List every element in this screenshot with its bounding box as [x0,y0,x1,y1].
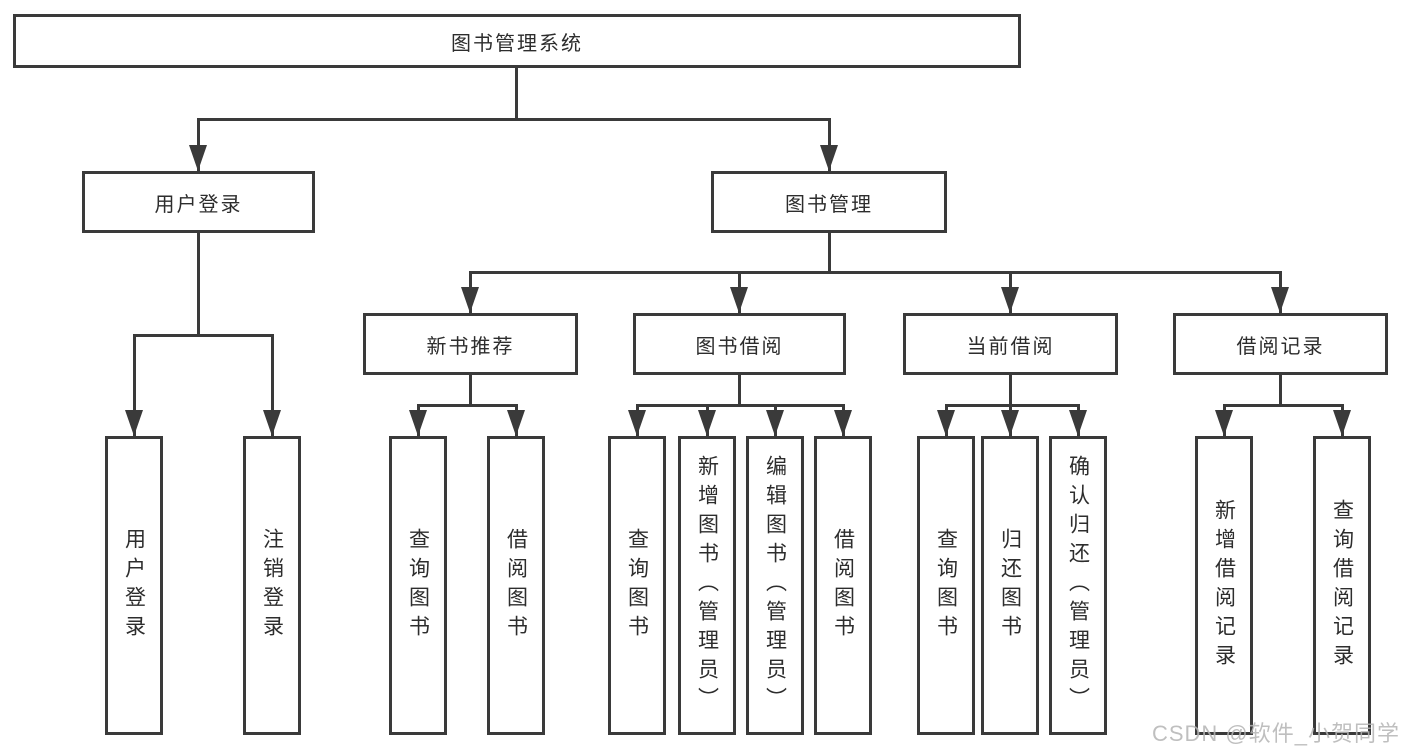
node-user-login: 用户登录 [82,171,315,233]
leaf-user-login: 用户登录 [105,436,163,735]
node-borrow-records-label: 借阅记录 [1236,335,1325,358]
connector-login-stem [197,233,200,337]
arrow-down-icon [125,410,143,436]
leaf-borrow-query-books: 查询图书 [608,436,666,735]
node-new-book-recommend-label: 新书推荐 [426,335,515,358]
node-current-borrow-label: 当前借阅 [966,335,1055,358]
arrow-down-icon [730,287,748,313]
connector-root-stem [515,68,518,121]
leaf-current-return-books: 归还图书 [981,436,1039,735]
leaf-borrow-borrow-books-label: 借阅图书 [831,527,855,644]
arrow-down-icon [820,145,838,171]
node-borrow-records: 借阅记录 [1173,313,1388,375]
connector-recommend-rail [417,404,518,407]
node-root-label: 图书管理系统 [451,32,583,55]
connector-borrow-stem [738,375,741,407]
arrow-down-icon [1215,410,1233,436]
leaf-borrow-edit-books-admin: 编辑图书（管理员） [746,436,804,735]
node-root: 图书管理系统 [13,14,1021,68]
node-book-management-label: 图书管理 [785,193,873,216]
connector-login-rail [133,334,274,337]
leaf-current-return-books-label: 归还图书 [998,527,1022,644]
leaf-logout: 注销登录 [243,436,301,735]
connector-records-stem [1279,375,1282,407]
leaf-current-confirm-return-admin: 确认归还（管理员） [1049,436,1107,735]
connector-drop-leaf-login [133,334,136,436]
arrow-down-icon [507,410,525,436]
arrow-down-icon [461,287,479,313]
connector-drop-user-login [197,118,200,171]
leaf-current-confirm-return-admin-label: 确认归还（管理员） [1066,455,1090,716]
arrow-down-icon [1271,287,1289,313]
leaf-current-query-books-label: 查询图书 [934,527,958,644]
node-user-login-label: 用户登录 [154,193,243,216]
arrow-down-icon [409,410,427,436]
connector-borrow-rail [636,404,844,407]
arrow-down-icon [1333,410,1351,436]
connector-current-stem [1009,375,1012,407]
leaf-borrow-edit-books-admin-label: 编辑图书（管理员） [763,455,787,716]
arrow-down-icon [189,145,207,171]
leaf-borrow-add-books-admin-label: 新增图书（管理员） [695,455,719,716]
arrow-down-icon [1069,410,1087,436]
connector-current-rail [945,404,1079,407]
node-book-management: 图书管理 [711,171,947,233]
arrow-down-icon [263,410,281,436]
leaf-borrow-borrow-books: 借阅图书 [814,436,872,735]
arrow-down-icon [628,410,646,436]
leaf-borrow-query-books-label: 查询图书 [625,527,649,644]
connector-records-rail [1223,404,1343,407]
connector-recommend-stem [469,375,472,407]
leaf-records-query-record: 查询借阅记录 [1313,436,1371,735]
leaf-current-query-books: 查询图书 [917,436,975,735]
arrow-down-icon [766,410,784,436]
leaf-records-add-record: 新增借阅记录 [1195,436,1253,735]
arrow-down-icon [834,410,852,436]
node-new-book-recommend: 新书推荐 [363,313,578,375]
connector-mgmt-stem [828,233,831,274]
leaf-recommend-borrow-books: 借阅图书 [487,436,545,735]
leaf-recommend-borrow-books-label: 借阅图书 [504,527,528,644]
connector-drop-book-mgmt [828,118,831,171]
csdn-watermark: CSDN @软件_小贺同学 [1151,721,1400,746]
connector-mgmt-rail [469,271,1282,274]
arrow-down-icon [698,410,716,436]
leaf-recommend-query-books-label: 查询图书 [406,527,430,644]
node-book-borrow: 图书借阅 [633,313,846,375]
arrow-down-icon [1001,287,1019,313]
node-current-borrow: 当前借阅 [903,313,1118,375]
leaf-borrow-add-books-admin: 新增图书（管理员） [678,436,736,735]
leaf-user-login-label: 用户登录 [122,527,146,644]
connector-drop-leaf-logout [271,334,274,436]
leaf-recommend-query-books: 查询图书 [389,436,447,735]
leaf-records-query-record-label: 查询借阅记录 [1330,498,1354,673]
leaf-records-add-record-label: 新增借阅记录 [1212,498,1236,673]
node-book-borrow-label: 图书借阅 [695,335,784,358]
arrow-down-icon [937,410,955,436]
arrow-down-icon [1001,410,1019,436]
connector-root-rail [197,118,831,121]
leaf-logout-label: 注销登录 [260,527,284,644]
